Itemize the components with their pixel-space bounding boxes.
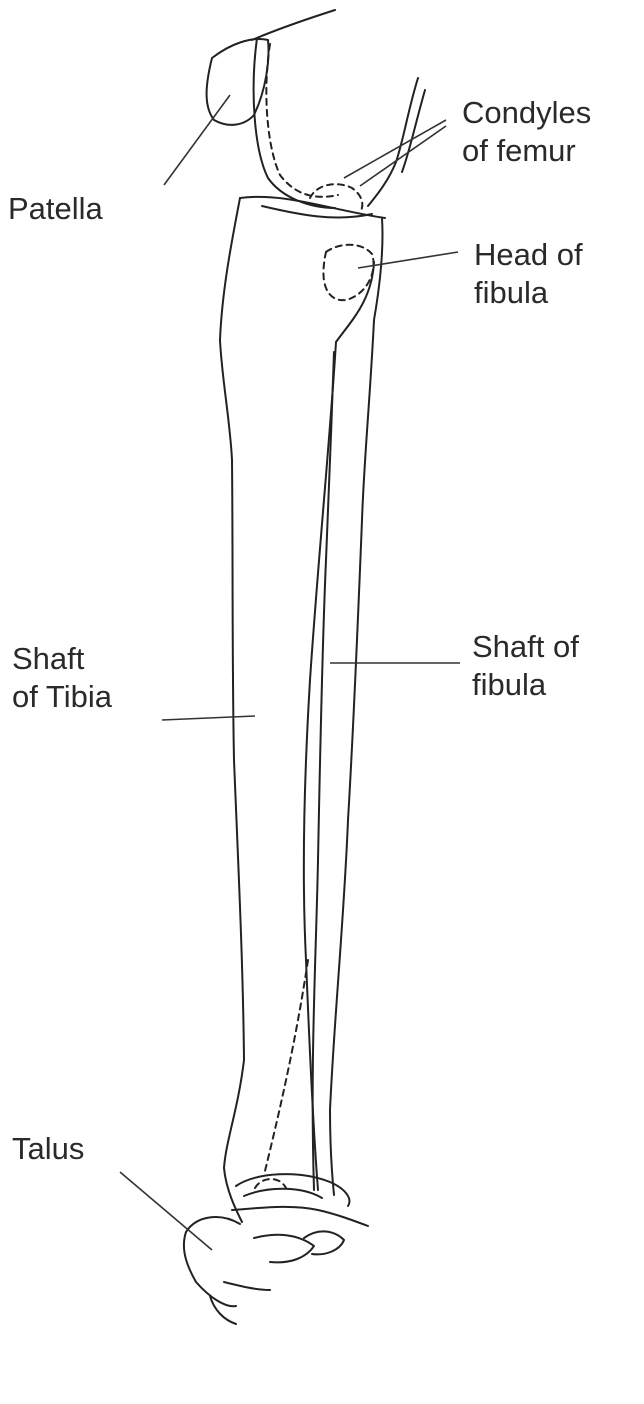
- patella-leader: [164, 95, 230, 185]
- label-patella: Patella: [8, 190, 103, 228]
- label-head-of-fibula: Head of fibula: [474, 236, 583, 312]
- condyles-leader-a: [344, 120, 446, 178]
- label-condyles-of-femur: Condyles of femur: [462, 94, 591, 170]
- femur-condyles: [252, 10, 425, 212]
- label-shaft-of-fibula: Shaft of fibula: [472, 628, 579, 704]
- fibula-bone: [264, 245, 374, 1190]
- label-talus: Talus: [12, 1130, 84, 1168]
- leader-lines: [120, 95, 460, 1250]
- tibia-bone: [220, 197, 385, 1222]
- talus-leader: [120, 1172, 212, 1250]
- shaft-of-tibia-leader: [162, 716, 255, 720]
- label-shaft-of-tibia: Shaft of Tibia: [12, 640, 112, 716]
- patella-bone: [207, 39, 269, 125]
